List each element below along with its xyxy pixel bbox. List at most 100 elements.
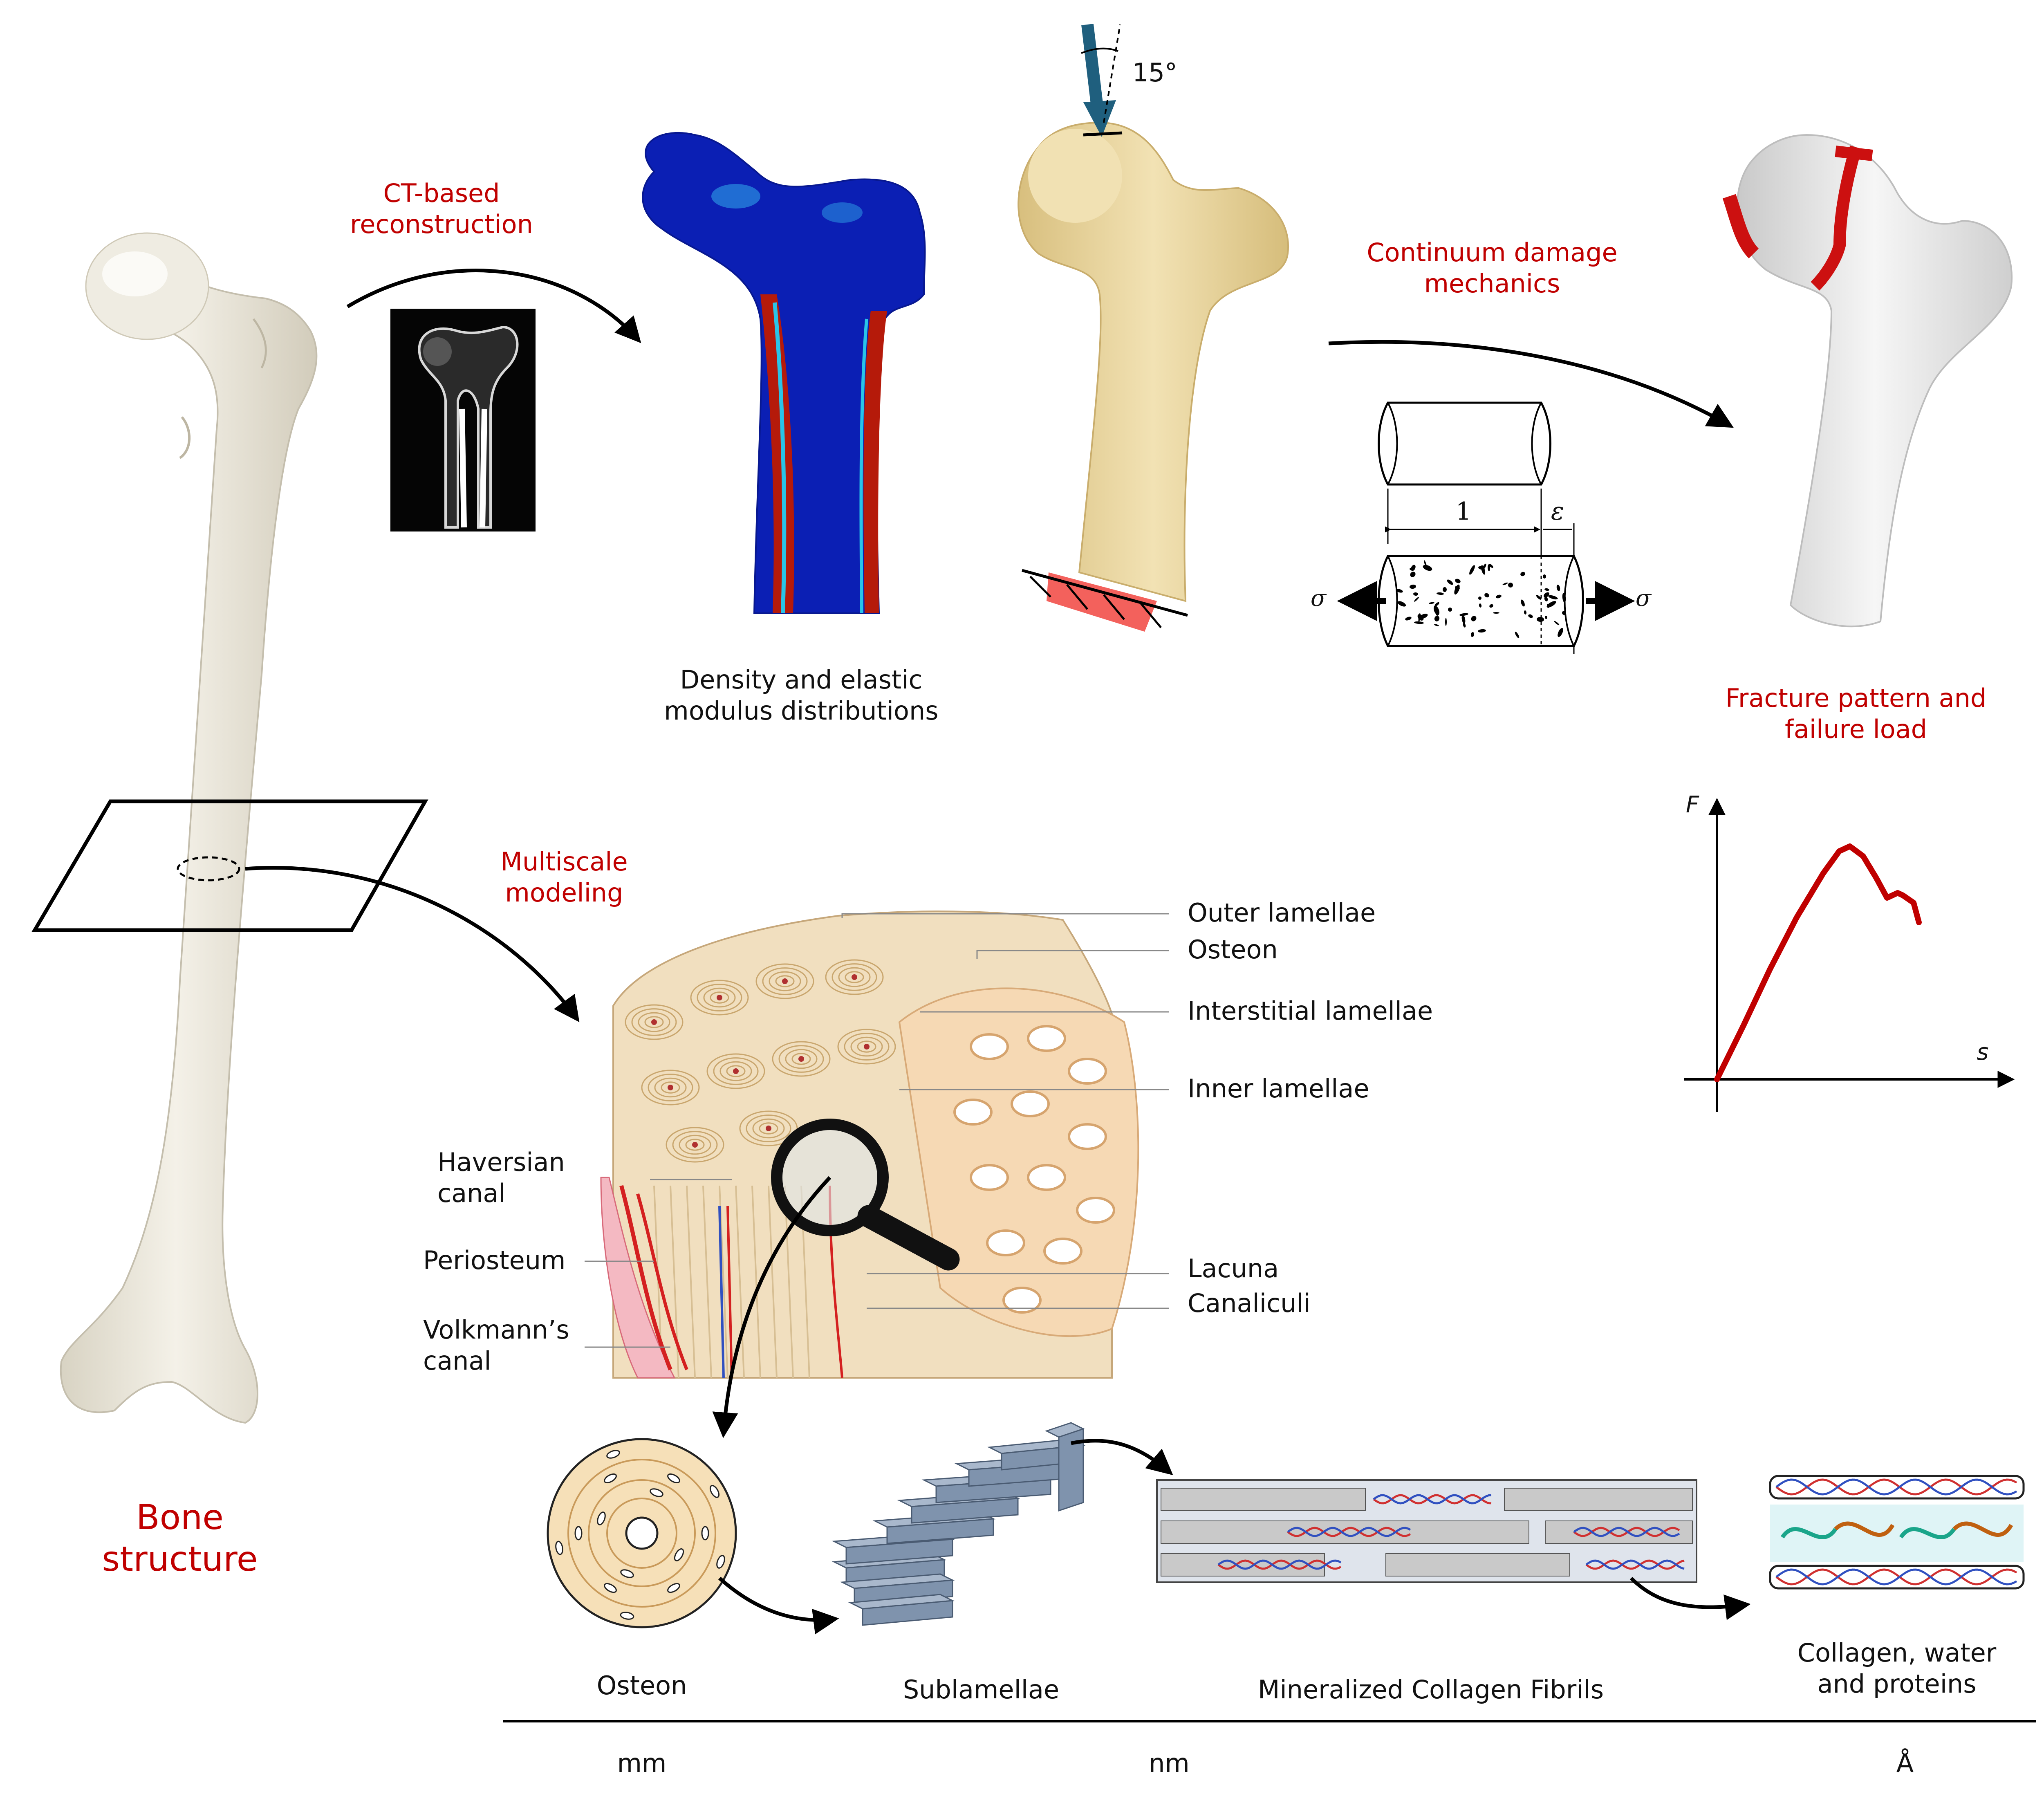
micro-void: [1562, 593, 1566, 603]
micro-void: [1429, 602, 1434, 604]
osteon-ring: [778, 1045, 824, 1073]
osteon-ring: [850, 1036, 883, 1057]
osteon-ring: [625, 1004, 684, 1040]
micro-void: [1424, 560, 1427, 568]
chart-y-label: F: [1685, 792, 1699, 818]
helix-strand: [1573, 1527, 1680, 1537]
micro-void: [1471, 616, 1477, 621]
osteon-ring: [825, 959, 884, 995]
micro-void: [1397, 601, 1406, 607]
osteocyte-lacuna: [709, 1485, 720, 1498]
micro-void: [1437, 592, 1444, 595]
trabecular-pore: [1027, 1164, 1066, 1191]
micro-void: [1413, 592, 1418, 596]
micro-void: [1544, 616, 1548, 619]
osteon-ring: [775, 975, 795, 987]
trabecular-pore: [1002, 1287, 1042, 1314]
osteon-ring: [641, 1070, 700, 1106]
sublamellae-blocks: [831, 1422, 1086, 1626]
fracture-femur-model: [1722, 134, 2013, 628]
micro-void: [1434, 602, 1439, 607]
helix-strand: [1775, 1568, 2017, 1585]
osteocyte-lacuna: [555, 1541, 563, 1555]
helix-strand: [1775, 1568, 2017, 1585]
micro-void: [1528, 614, 1533, 618]
osteon-ring: [666, 1127, 724, 1163]
haversian-canal-dot: [668, 1085, 673, 1090]
loaded-femur-model: [1018, 24, 1289, 632]
damage-sigma-left-label: σ: [1310, 585, 1327, 612]
micro-void: [1442, 587, 1447, 592]
osteon-ring: [654, 1077, 687, 1098]
osteon-ring: [844, 1033, 890, 1061]
damage-sigma-right-label: σ: [1635, 585, 1652, 612]
micro-void: [1544, 597, 1548, 601]
fracture-pattern-label: Fracture pattern and failure load: [1725, 683, 1987, 744]
unit-angstrom-label: Å: [1896, 1748, 1914, 1778]
haversian-canal-dot: [651, 1019, 657, 1025]
multiscale-modeling-label: Multiscale modeling: [500, 847, 628, 908]
trabecular-pore: [986, 1229, 1025, 1256]
micro-void: [1493, 612, 1499, 614]
osteon-ring: [837, 1029, 896, 1065]
helix-strand: [1775, 1478, 2017, 1496]
micro-void: [1487, 565, 1490, 571]
haversian-canal-label: Haversian canal: [437, 1147, 565, 1208]
helix-strand: [1287, 1527, 1411, 1537]
lacuna-label: Lacuna: [1188, 1254, 1279, 1283]
micro-void: [1562, 611, 1566, 615]
osteocyte-lacuna: [716, 1555, 725, 1569]
micro-void: [1478, 597, 1481, 600]
osteon-ring: [838, 967, 871, 987]
osteon-ring: [710, 991, 729, 1004]
osteon-ring: [648, 1074, 693, 1101]
scale-collagen-label: Collagen, water and proteins: [1797, 1638, 1997, 1699]
helix-strand: [1373, 1494, 1492, 1505]
micro-void: [1423, 565, 1432, 571]
osteon-ring: [755, 963, 814, 999]
micro-void: [1482, 563, 1486, 570]
osteon-ring: [679, 1135, 711, 1155]
micro-void: [1544, 588, 1549, 591]
micro-void: [1489, 604, 1493, 608]
ct-scan-image: [390, 309, 536, 531]
osteon-ring: [752, 1118, 785, 1139]
micro-void: [1556, 585, 1560, 591]
osteocyte-lacuna: [620, 1612, 634, 1620]
damage-length-label: 1: [1455, 497, 1472, 526]
micro-void: [1470, 632, 1475, 637]
osteon-ring: [746, 1115, 791, 1142]
micro-void: [1524, 610, 1527, 614]
unit-mm-label: mm: [617, 1748, 667, 1778]
lamella-block-face: [845, 1538, 953, 1565]
osteocyte-lacuna: [667, 1473, 680, 1484]
osteon-ring: [719, 1061, 752, 1081]
trabecular-pore: [1068, 1123, 1107, 1150]
load-angle-label: 15°: [1132, 58, 1177, 87]
micro-void: [1496, 594, 1502, 599]
osteon-ring: [785, 1049, 818, 1069]
trabecular-pore: [1043, 1238, 1083, 1265]
osteon-ring: [739, 1110, 798, 1146]
osteon-ring: [703, 987, 736, 1008]
trabecular-pore: [1076, 1197, 1115, 1224]
mineralized-fibrils: [1156, 1479, 1697, 1583]
trabecular-pore: [1068, 1058, 1107, 1085]
osteocyte-lacuna: [701, 1526, 709, 1541]
helix-strand: [1373, 1494, 1492, 1505]
canaliculi-label: Canaliculi: [1188, 1288, 1311, 1318]
micro-void: [1405, 617, 1412, 621]
osteon-ring: [759, 1122, 778, 1135]
micro-void: [1558, 628, 1563, 637]
load-curve-line: [1714, 843, 1922, 1082]
lamella-line: [768, 1185, 778, 1378]
micro-void: [1515, 632, 1520, 638]
osteon-ring: [713, 1057, 759, 1085]
leader-lines: [585, 913, 1169, 1348]
helix-strand: [1775, 1478, 2017, 1496]
femur-bone-illustration: [60, 232, 318, 1424]
osteocyte-lacuna: [650, 1488, 663, 1497]
trabecular-pore: [1027, 1025, 1066, 1052]
micro-void: [1542, 574, 1546, 579]
bone-structure-label: Bone structure: [102, 1497, 258, 1579]
